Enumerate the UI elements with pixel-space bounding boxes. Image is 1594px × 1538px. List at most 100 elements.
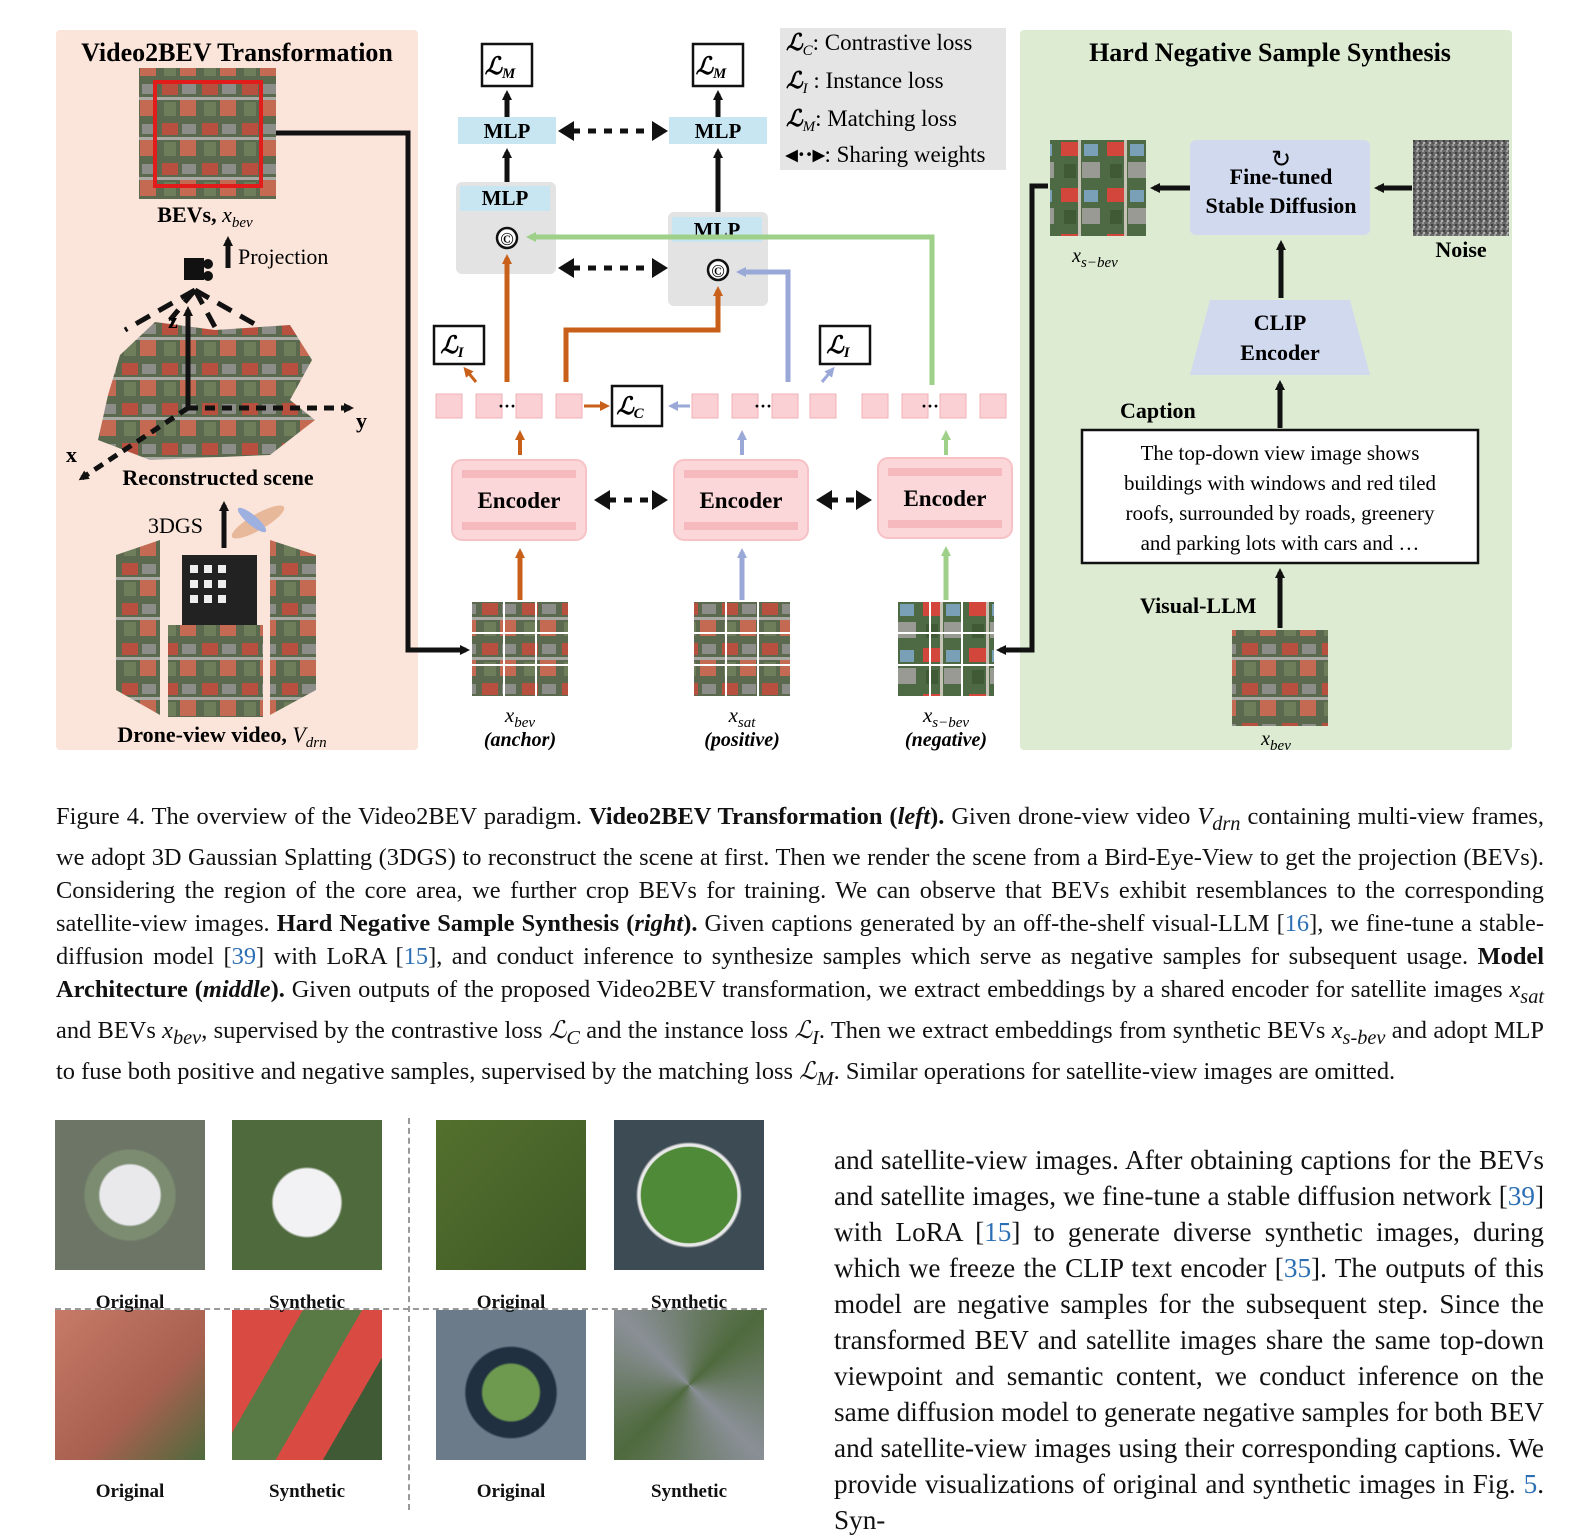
svg-text:ℒM: ℒM <box>485 54 516 82</box>
reconstructed-scene-label: Reconstructed scene <box>122 465 313 490</box>
drone-frame-right <box>270 540 316 715</box>
right-bev-image <box>1232 630 1328 726</box>
right-panel-title: Hard Negative Sample Synthesis <box>1089 38 1451 67</box>
projection-label: Projection <box>238 244 328 269</box>
svg-text:Encoder: Encoder <box>699 488 782 513</box>
caption-box <box>1080 428 1480 565</box>
embedding-cubes <box>435 393 1007 419</box>
bev-to-anchor-arrow <box>276 130 470 655</box>
camera-icon <box>184 258 213 281</box>
svg-text:MLP: MLP <box>482 186 529 210</box>
citation-link[interactable]: 35 <box>1283 1253 1312 1283</box>
svg-text:MLP: MLP <box>695 119 742 143</box>
reconstructed-scene-image <box>98 322 315 460</box>
citation-link[interactable]: 39 <box>1507 1181 1535 1211</box>
svg-text:©: © <box>711 261 724 281</box>
caption-label: Caption <box>1120 398 1196 423</box>
svg-text:ℒI: ℒI <box>826 333 850 361</box>
thumb-original-4 <box>436 1310 586 1460</box>
refresh-icon: ↻ <box>1271 147 1291 173</box>
axis-x <box>78 405 190 481</box>
encoder-negative <box>877 457 1013 539</box>
svg-text:MLP: MLP <box>484 119 531 143</box>
legend-item-1: ℒC: Contrastive loss <box>786 30 972 59</box>
caption-line-2: buildings with windows and red tiled <box>1124 471 1437 495</box>
clip-encoder-box <box>1190 300 1370 375</box>
clip-line1: CLIP <box>1254 310 1307 335</box>
visual-llm-label: Visual-LLM <box>1140 593 1257 618</box>
anchor-label: xbev <box>504 703 535 731</box>
figure-link[interactable]: 5 <box>1523 1469 1538 1499</box>
loss-i-box-left <box>432 324 486 366</box>
encoder-positive <box>673 459 809 541</box>
drone-video-label: Drone-view video, Vdrn <box>117 722 326 751</box>
thumb-label: Synthetic <box>651 1481 727 1502</box>
loss-i-box-right <box>818 324 872 366</box>
svg-text:ℒM: ℒM <box>696 54 727 82</box>
thumb-synthetic-4 <box>614 1310 764 1460</box>
anchor-to-concat-right <box>563 286 723 382</box>
negative-label: xs−bev <box>922 703 969 731</box>
bevs-label: BEVs, xbev <box>157 202 253 231</box>
ellipsis-negative: ··· <box>921 396 939 416</box>
svg-text:©: © <box>500 229 513 249</box>
citation-link[interactable]: 15 <box>984 1217 1012 1247</box>
diffusion-line2: Stable Diffusion <box>1206 193 1357 218</box>
drone-frame-left <box>116 540 160 715</box>
caption-line-3: roofs, surrounded by roads, greenery <box>1125 501 1435 525</box>
drone-frame-center <box>168 625 263 717</box>
sbev-label: xs−bev <box>1071 245 1118 271</box>
loss-m-box-left <box>480 42 534 88</box>
negative-to-concat-arrow <box>526 232 935 385</box>
body-paragraph: and satellite-view images. After obtaini… <box>834 1145 1545 1535</box>
axis-z-label: z <box>168 308 178 333</box>
sbev-to-negative-arrow <box>996 183 1048 655</box>
citation-link[interactable]: 39 <box>231 942 257 970</box>
ellipsis-anchor: ··· <box>498 396 516 416</box>
axis-y-label: y <box>356 408 367 433</box>
right-bev-label: xbev <box>1260 728 1291 754</box>
mlp-top-left <box>458 117 556 144</box>
synthetic-bev-image <box>1050 140 1146 236</box>
grid-divider-vertical <box>408 1118 410 1510</box>
bev-image <box>139 68 276 199</box>
noise-image <box>1413 140 1509 236</box>
loss-m-box-right <box>691 42 745 88</box>
thumb-label: Synthetic <box>651 1292 727 1313</box>
thumb-original-2 <box>436 1120 586 1270</box>
thumb-label: Original <box>95 1292 165 1313</box>
loss-c-box <box>610 384 664 428</box>
citation-link[interactable]: 16 <box>1284 909 1310 937</box>
figure-4-diagram: Video2BEV Transformation BEVs, xbev Proj… <box>56 28 1512 754</box>
noise-label: Noise <box>1435 237 1487 262</box>
stable-diffusion-box <box>1190 140 1370 235</box>
svg-text:ℒC: ℒC <box>616 394 644 422</box>
citation-link[interactable]: 15 <box>403 942 429 970</box>
legend-item-3: ℒM: Matching loss <box>786 106 957 135</box>
thumb-label: Original <box>476 1292 546 1313</box>
positive-image <box>694 602 790 696</box>
anchor-role: (anchor) <box>484 729 556 751</box>
caption-line-4: and parking lots with cars and … <box>1141 531 1420 555</box>
thumb-label: Synthetic <box>269 1481 345 1502</box>
axis-x-label: x <box>66 442 77 467</box>
caption-line-1: The top-down view image shows <box>1141 441 1420 465</box>
svg-text:ℒI: ℒI <box>440 333 464 361</box>
clip-line2: Encoder <box>1240 340 1320 365</box>
left-panel-title: Video2BEV Transformation <box>81 38 393 67</box>
thumb-label: Original <box>476 1481 546 1502</box>
positive-label: xsat <box>728 703 757 731</box>
svg-text:Encoder: Encoder <box>903 486 986 511</box>
mlp-top-right <box>669 117 767 144</box>
thumb-label: Synthetic <box>269 1292 345 1313</box>
3dgs-label: 3DGS <box>148 513 203 538</box>
legend-box <box>780 28 1006 170</box>
legend-item-2: ℒI : Instance loss <box>786 68 944 97</box>
thumb-synthetic-1 <box>232 1120 382 1270</box>
diffusion-line1: Fine-tuned <box>1230 164 1333 189</box>
concat-left <box>495 226 519 250</box>
negative-image <box>898 602 994 696</box>
positive-role: (positive) <box>704 729 780 751</box>
legend-item-4: ◂··▸: Sharing weights <box>785 142 985 167</box>
ellipsis-positive: ··· <box>754 396 772 416</box>
